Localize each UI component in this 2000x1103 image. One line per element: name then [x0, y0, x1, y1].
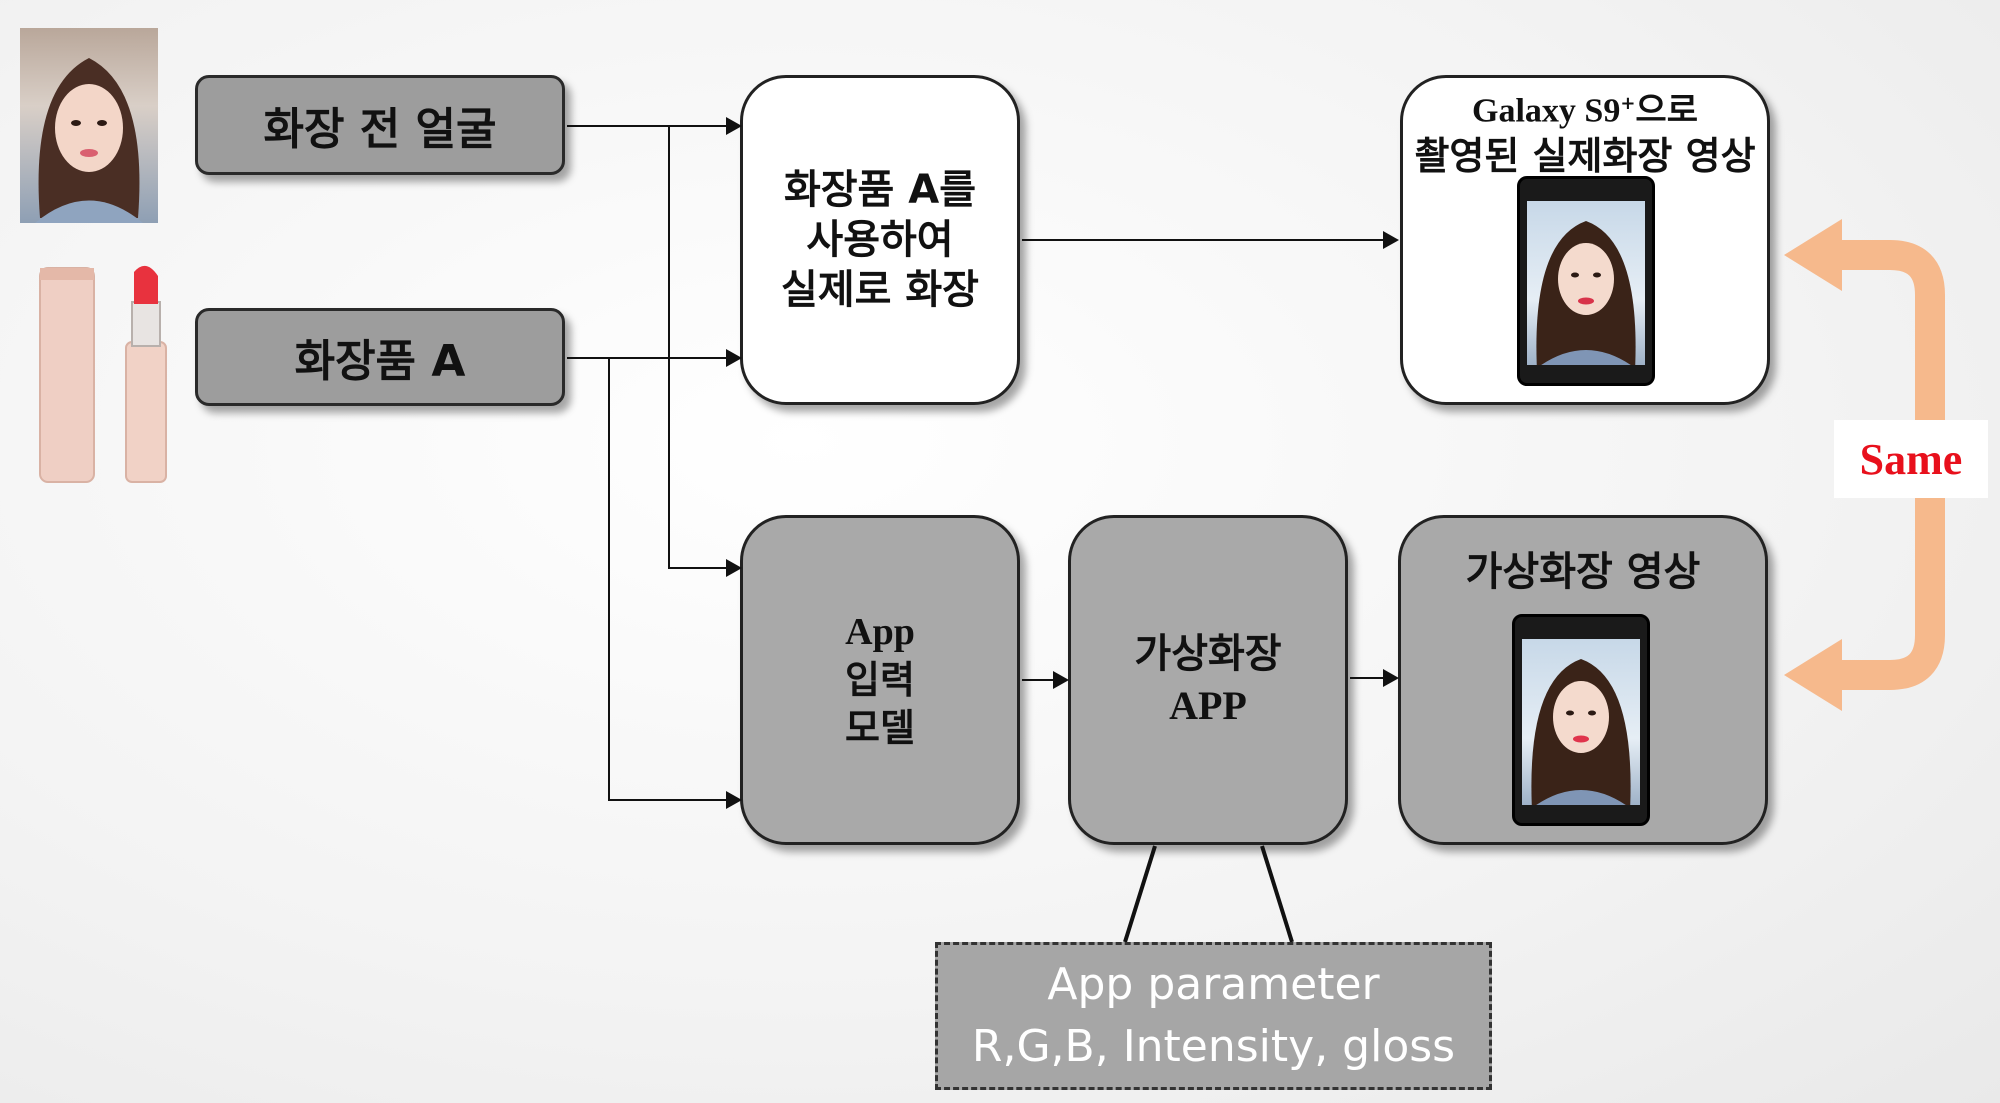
real-result-device-sup: +	[1620, 93, 1636, 114]
real-makeup-line-2: 사용하여	[806, 217, 954, 263]
arrowhead-app-top	[726, 559, 742, 577]
app-input-model-box: App 입력 모델	[740, 515, 1020, 845]
connector-input-to-app	[1022, 679, 1054, 681]
face-before-makeup-box: 화장 전 얼굴	[195, 75, 565, 175]
cosmetic-a-label: 화장품 A	[294, 336, 466, 387]
virtual-result-title: 가상화장 영상	[1465, 549, 1701, 595]
same-label: Same	[1834, 420, 1988, 498]
app-input-line-1: App	[845, 611, 915, 653]
arrowhead-virtual-result	[1383, 669, 1399, 687]
face-photo	[20, 28, 158, 223]
connector-app-to-result	[1350, 677, 1384, 679]
cosmetic-a-box: 화장품 A	[195, 308, 565, 406]
connector-face-to-real	[567, 125, 727, 127]
real-makeup-box: 화장품 A를 사용하여 실제로 화장	[740, 75, 1020, 405]
real-makeup-result-box: Galaxy S9+으로 촬영된 실제화장 영상	[1400, 75, 1770, 405]
virtual-makeup-app-box: 가상화장 APP	[1068, 515, 1348, 845]
arrowhead-app-bottom	[726, 791, 742, 809]
lipstick-photo	[36, 262, 186, 487]
real-result-title-suffix: 으로	[1635, 90, 1698, 131]
face-illustration-icon	[35, 58, 143, 223]
app-input-line-3: 모델	[845, 706, 915, 750]
connector-face-branch-down	[668, 125, 670, 569]
app-parameter-box: App parameter R,G,B, Intensity, gloss	[935, 942, 1492, 1090]
connector-real-to-result	[1022, 239, 1384, 241]
arrowhead-real-result	[1383, 231, 1399, 249]
arrowhead-real-bottom	[726, 349, 742, 367]
real-result-device-name: Galaxy S9	[1472, 92, 1621, 130]
parameter-connectors	[1123, 845, 1294, 943]
connector-cosmetic-to-real	[567, 357, 727, 359]
portrait-icon	[1531, 659, 1631, 805]
arrowhead-virtual-app	[1053, 671, 1069, 689]
app-input-line-2: 입력	[845, 658, 915, 702]
lipstick-icon	[39, 265, 167, 483]
real-result-title-line-1: Galaxy S9+으로	[1472, 82, 1698, 133]
virtual-app-line-2: APP	[1169, 683, 1247, 728]
virtual-result-phone-screen	[1522, 639, 1640, 805]
virtual-result-phone	[1512, 614, 1650, 826]
virtual-app-line-1: 가상화장	[1134, 631, 1282, 677]
real-result-phone	[1517, 176, 1655, 386]
real-result-phone-screen	[1527, 201, 1645, 365]
connector-cosmetic-branch-down	[608, 357, 610, 801]
app-parameter-line-2: R,G,B, Intensity, gloss	[971, 1021, 1456, 1072]
real-makeup-line-3: 실제로 화장	[781, 267, 979, 313]
portrait-icon	[1536, 221, 1636, 365]
arrowhead-real-top	[726, 117, 742, 135]
real-result-title-line-2: 촬영된 실제화장 영상	[1414, 134, 1756, 179]
face-before-makeup-label: 화장 전 얼굴	[263, 104, 497, 155]
real-makeup-line-1: 화장품 A를	[783, 167, 977, 213]
connector-face-to-app	[668, 567, 727, 569]
connector-cosmetic-to-app	[608, 799, 727, 801]
app-parameter-line-1: App parameter	[1047, 959, 1380, 1010]
